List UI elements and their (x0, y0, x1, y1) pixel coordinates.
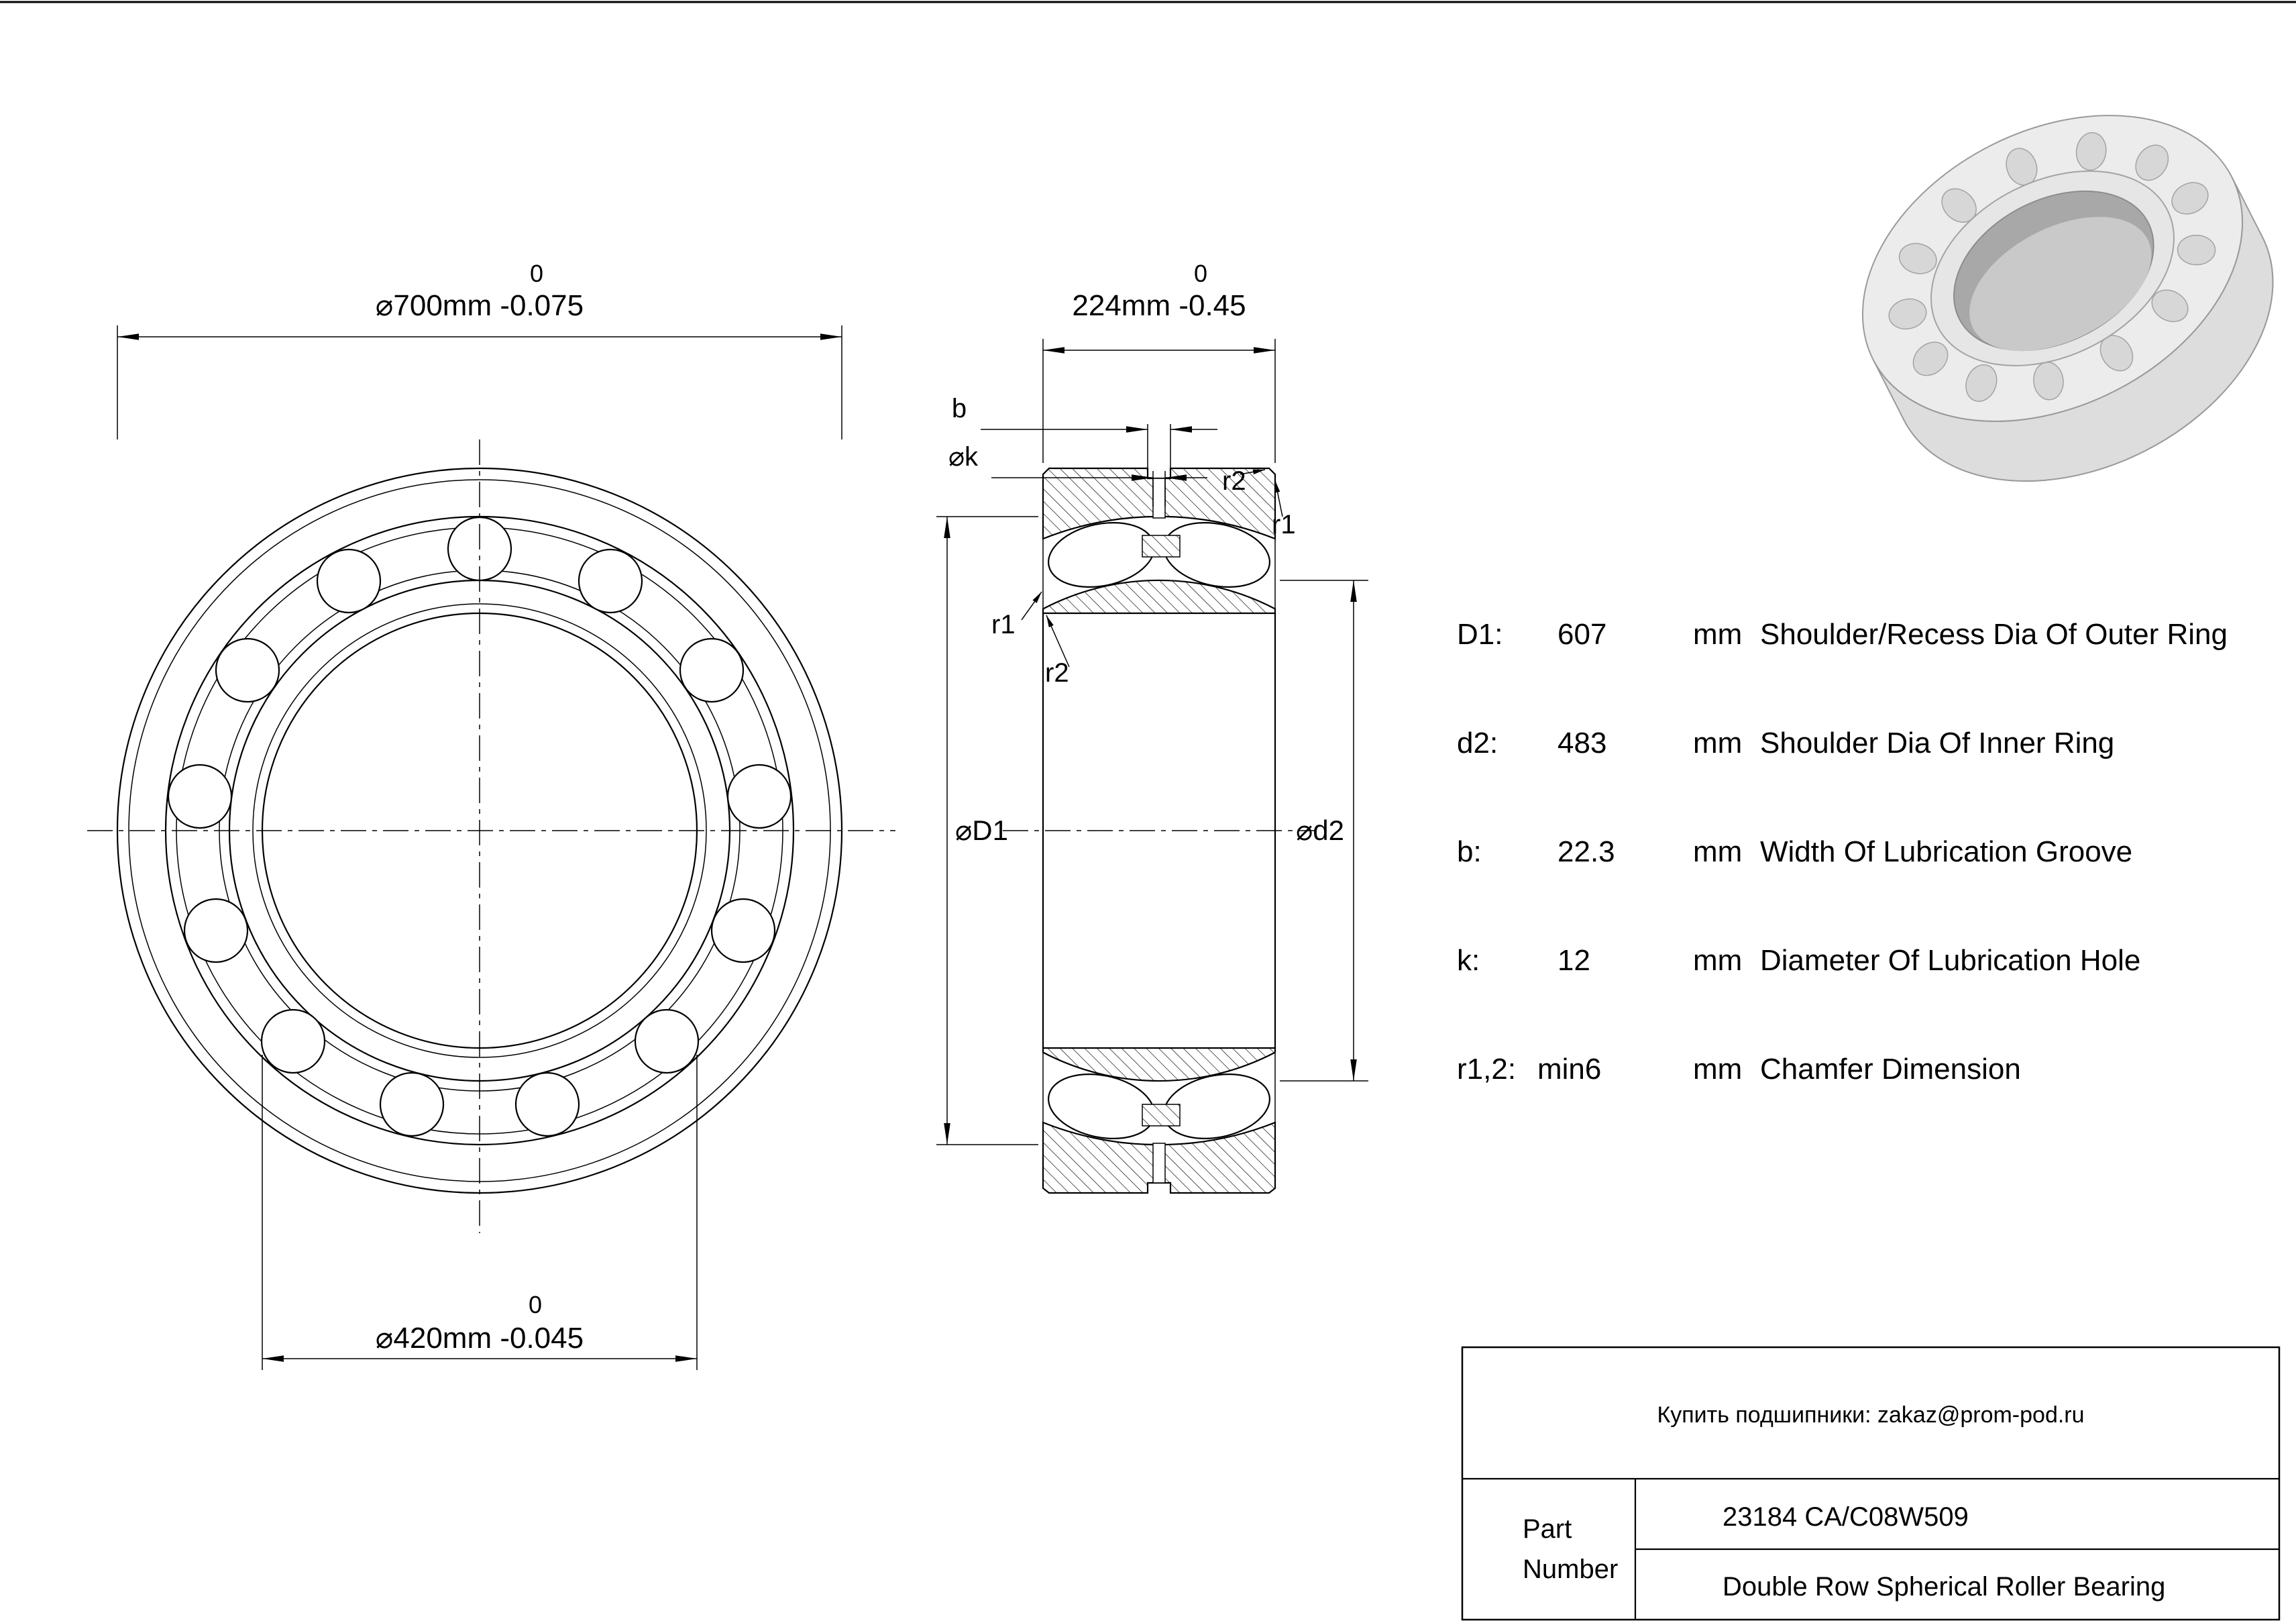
section-width-dimension: 0 224mm -0.45 (1042, 260, 1276, 463)
spec-param: d2: (1457, 727, 1498, 760)
inner-ring-bottom-section (1042, 1047, 1276, 1082)
cage-section-top (1142, 535, 1181, 558)
spec-row: k: 12 mm Diameter Of Lubrication Hole (1457, 944, 2140, 977)
front-view-rollers (167, 516, 792, 1137)
chamfer-r1-left-label: r1 (991, 610, 1016, 639)
chamfer-labels: r2 r1 r1 r2 (991, 466, 1296, 688)
outer-dim-upper-limit: 0 (530, 260, 543, 287)
chamfer-r2-top-label: r2 (1222, 466, 1246, 496)
spec-desc: Chamfer Dimension (1760, 1053, 2021, 1086)
spec-unit: mm (1693, 944, 1742, 977)
lubrication-hole-bottom (1152, 1143, 1166, 1184)
spec-desc: Shoulder/Recess Dia Of Outer Ring (1760, 618, 2228, 651)
cage-section-bottom (1142, 1104, 1181, 1127)
title-block: Купить подшипники: zakaz@prom-pod.ru Par… (1461, 1346, 2281, 1621)
chamfer-r2-left-label: r2 (1045, 658, 1069, 688)
groove-width-label: b (952, 394, 967, 423)
front-view-centerlines (87, 439, 895, 1233)
part-number-label-line1: Part (1523, 1514, 1572, 1544)
spec-desc: Diameter Of Lubrication Hole (1760, 944, 2140, 977)
front-view: 0 ⌀700mm -0.075 0 ⌀420mm -0.045 (87, 260, 895, 1370)
hole-diameter-label: ⌀k (948, 442, 979, 472)
section-view: 0 224mm -0.45 b ⌀k r2 r1 r1 (936, 260, 1368, 1194)
width-dim-upper-limit: 0 (1194, 260, 1207, 287)
spec-param: b: (1457, 835, 1482, 868)
width-dim-text: 224mm -0.45 (1072, 289, 1246, 322)
groove-width-dimension: b (952, 394, 1217, 468)
front-outer-dimension: 0 ⌀700mm -0.075 (117, 260, 842, 439)
lubrication-hole-top (1152, 478, 1166, 519)
spec-row: b: 22.3 mm Width Of Lubrication Groove (1457, 835, 2132, 868)
spec-row: D1: 607 mm Shoulder/Recess Dia Of Outer … (1457, 618, 2228, 651)
bearing-3d-rollers (1888, 132, 2216, 402)
spec-value: min6 (1537, 1053, 1601, 1086)
spec-table: D1: 607 mm Shoulder/Recess Dia Of Outer … (1457, 618, 2228, 1086)
outer-dim-text: ⌀700mm -0.075 (376, 289, 584, 322)
spec-value: 12 (1557, 944, 1590, 977)
front-bore-dimension: 0 ⌀420mm -0.045 (262, 1055, 698, 1370)
spec-param: r1,2: (1457, 1053, 1516, 1086)
bore-dim-text: ⌀420mm -0.045 (376, 1322, 584, 1355)
contact-text: Купить подшипники: zakaz@prom-pod.ru (1657, 1402, 2084, 1428)
bearing-3d-bore-wall (1969, 217, 2152, 352)
bearing-3d-view (1861, 115, 2274, 482)
part-description: Double Row Spherical Roller Bearing (1723, 1572, 2165, 1602)
outer-shoulder-label: ⌀D1 (955, 815, 1008, 846)
spec-param: k: (1457, 944, 1480, 977)
spec-row: d2: 483 mm Shoulder Dia Of Inner Ring (1457, 727, 2114, 760)
section-rollers (1048, 521, 1270, 1140)
spec-row: r1,2: min6 mm Chamfer Dimension (1457, 1053, 2021, 1086)
title-block-border (1461, 1346, 2281, 1621)
spec-value: 483 (1557, 727, 1606, 760)
spec-desc: Shoulder Dia Of Inner Ring (1760, 727, 2114, 760)
spec-param: D1: (1457, 618, 1502, 651)
spec-unit: mm (1693, 727, 1742, 760)
part-number-value: 23184 CA/C08W509 (1723, 1502, 1969, 1532)
hole-diameter-dimension: ⌀k (948, 442, 1207, 507)
part-number-label-line2: Number (1523, 1555, 1618, 1584)
chamfer-r1-top-label: r1 (1272, 510, 1296, 539)
bore-dim-upper-limit: 0 (529, 1291, 542, 1318)
spec-unit: mm (1693, 835, 1742, 868)
inner-shoulder-dimension: ⌀d2 (1280, 580, 1368, 1082)
spec-value: 22.3 (1557, 835, 1615, 868)
spec-unit: mm (1693, 1053, 1742, 1086)
inner-ring-top-section (1042, 579, 1276, 615)
spec-desc: Width Of Lubrication Groove (1760, 835, 2132, 868)
outer-shoulder-dimension: ⌀D1 (936, 516, 1038, 1145)
spec-value: 607 (1557, 618, 1606, 651)
spec-unit: mm (1693, 618, 1742, 651)
